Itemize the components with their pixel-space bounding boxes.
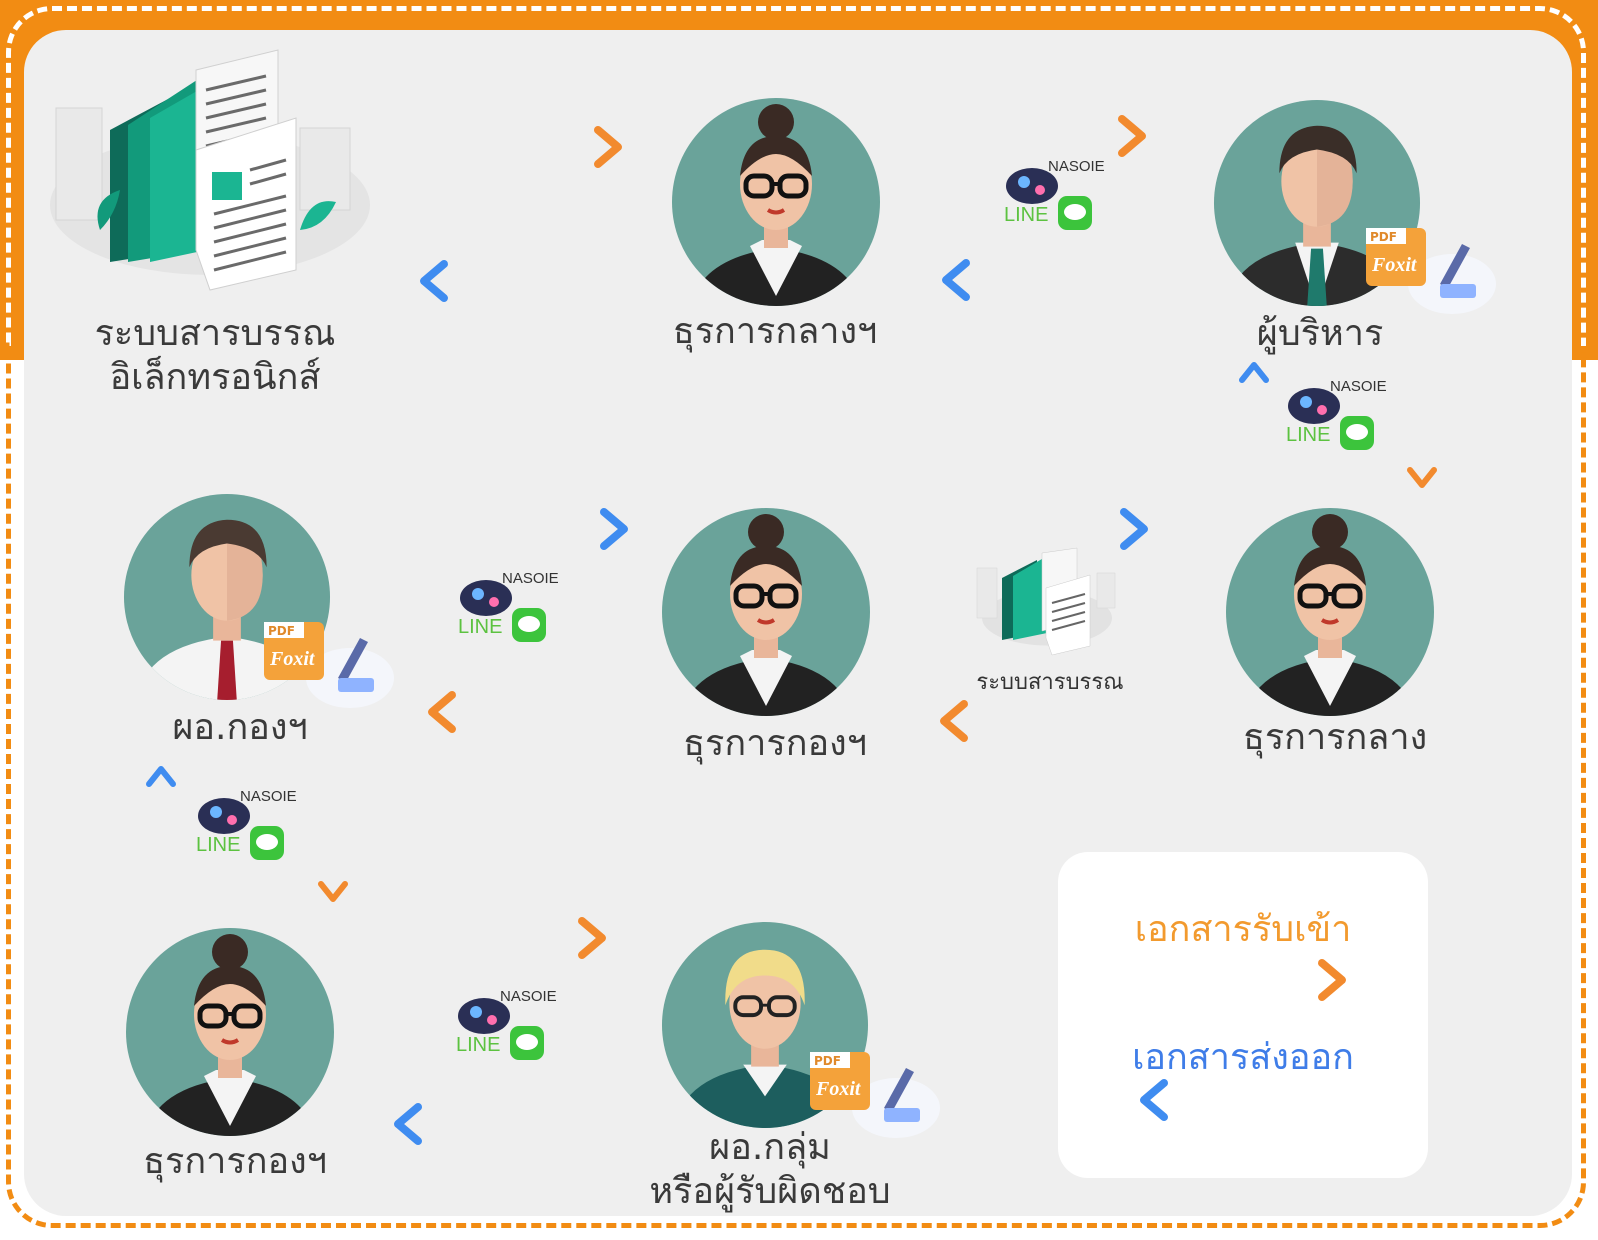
foxit-name-label: Foxit (270, 648, 315, 670)
avatar-central-admin-1 (672, 98, 880, 306)
arrow-outgoing-7 (394, 1103, 602, 1145)
label-division-admin-1: ธุรการกองฯ (683, 723, 867, 764)
arrow-outgoing-3 (1239, 362, 1269, 485)
arrow-incoming-3 (1407, 356, 1437, 488)
foxit-pdf-label: PDF (268, 624, 295, 638)
line-label: LINE (1286, 424, 1331, 446)
label-executive: ผู้บริหาร (1256, 313, 1384, 354)
foxit-pdf-label: PDF (1370, 230, 1397, 244)
legend-incoming-arrow (1138, 959, 1346, 1001)
legend-outgoing-arrow (1140, 1079, 1344, 1121)
arrow-outgoing-6 (146, 766, 176, 902)
label-group-director: ผอ.กลุ่ม หรือผู้รับผิดชอบ (620, 1126, 920, 1214)
arrow-incoming-4 (428, 691, 634, 733)
foxit-icon (1366, 228, 1496, 314)
arrow-incoming-2 (940, 115, 1146, 157)
foxit-pdf-label: PDF (814, 1054, 841, 1068)
channel-badge-4: NASOIE LINE (196, 788, 297, 870)
label-edoc-line1: ระบบสารบรรณ (94, 313, 336, 354)
avatar-division-admin-2 (126, 928, 334, 1136)
nasoie-label: NASOIE (240, 788, 297, 805)
nasoie-line-icon (1288, 388, 1374, 450)
nasoie-label: NASOIE (1330, 378, 1387, 395)
arrow-outgoing-1 (420, 260, 626, 302)
label-edoc-line2: อิเล็กทรอนิกส์ (109, 357, 321, 398)
avatar-central-admin-2 (1226, 508, 1434, 716)
arrow-outgoing-4 (420, 508, 628, 550)
label-central-admin-2: ธุรการกลาง (1242, 717, 1428, 758)
foxit-name-label: Foxit (816, 1078, 861, 1100)
edoc-system-illustration (50, 49, 370, 291)
arrow-outgoing-5 (942, 508, 1148, 550)
legend: เอกสารรับเข้า เอกสารส่งออก (1058, 852, 1428, 1178)
legend-incoming-label: เอกสารรับเข้า (1134, 909, 1352, 950)
foxit-icon (810, 1052, 940, 1138)
arrow-incoming-5 (940, 700, 1148, 742)
avatar-executive (1213, 99, 1421, 307)
nasoie-line-icon (460, 580, 546, 642)
label-group-line2: หรือผู้รับผิดชอบ (649, 1171, 891, 1212)
arrow-incoming-6 (318, 770, 348, 902)
label-central-admin-1: ธุรการกลางฯ (672, 311, 878, 352)
nasoie-label: NASOIE (1048, 158, 1105, 175)
label-group-line1: ผอ.กลุ่ม (709, 1127, 831, 1168)
foxit-name-label: Foxit (1372, 254, 1417, 276)
label-division-director: ผอ.กองฯ (172, 707, 308, 748)
avatar-division-admin-1 (662, 508, 870, 716)
line-label: LINE (196, 834, 241, 856)
arrow-outgoing-2 (942, 259, 1148, 301)
nasoie-line-icon (458, 998, 544, 1060)
channel-badge-3: NASOIE LINE (458, 570, 559, 652)
nasoie-label: NASOIE (500, 988, 557, 1005)
foxit-badge-group-director: PDF Foxit (806, 1048, 946, 1148)
nasoie-line-icon (198, 798, 284, 860)
arrow-incoming-1 (418, 126, 622, 168)
channel-badge-2: NASOIE LINE (1286, 378, 1387, 460)
foxit-badge-division-director: PDF Foxit (260, 618, 400, 718)
nasoie-label: NASOIE (502, 570, 559, 587)
label-edoc-system: ระบบสารบรรณ อิเล็กทรอนิกส์ (60, 312, 370, 400)
nasoie-line-icon (1006, 168, 1092, 230)
dashed-border-top (6, 6, 1586, 346)
line-label: LINE (458, 616, 503, 638)
foxit-badge-executive: PDF Foxit (1362, 224, 1502, 324)
label-edoc-small: ระบบสารบรรณ (976, 670, 1124, 695)
channel-badge-5: NASOIE LINE (456, 988, 557, 1070)
legend-outgoing-label: เอกสารส่งออก (1132, 1037, 1354, 1078)
line-label: LINE (1004, 204, 1049, 226)
edoc-system-small-icon (976, 547, 1116, 656)
foxit-icon (264, 622, 394, 708)
arrow-incoming-7 (396, 917, 606, 959)
legend-arrows (1138, 959, 1346, 1121)
label-division-admin-2: ธุรการกองฯ (143, 1141, 327, 1182)
channel-badge-1: NASOIE LINE (1004, 158, 1105, 240)
line-label: LINE (456, 1034, 501, 1056)
